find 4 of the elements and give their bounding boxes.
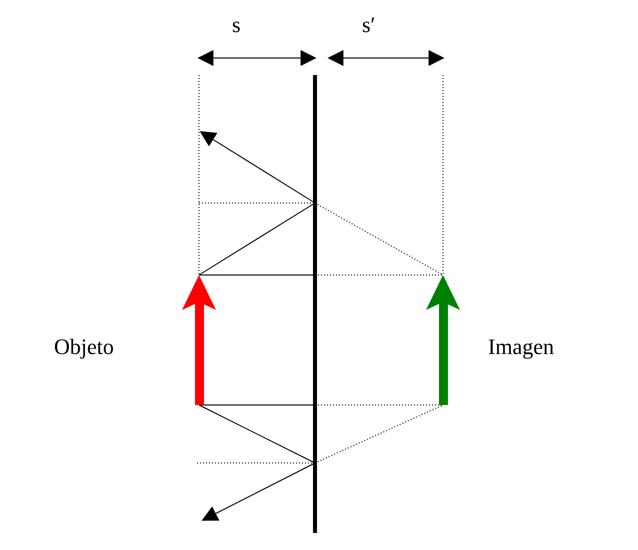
text-label: s <box>232 14 241 36</box>
text-label: s′ <box>362 14 376 36</box>
text-label: Objeto <box>54 336 114 358</box>
text-label: Imagen <box>488 336 554 358</box>
